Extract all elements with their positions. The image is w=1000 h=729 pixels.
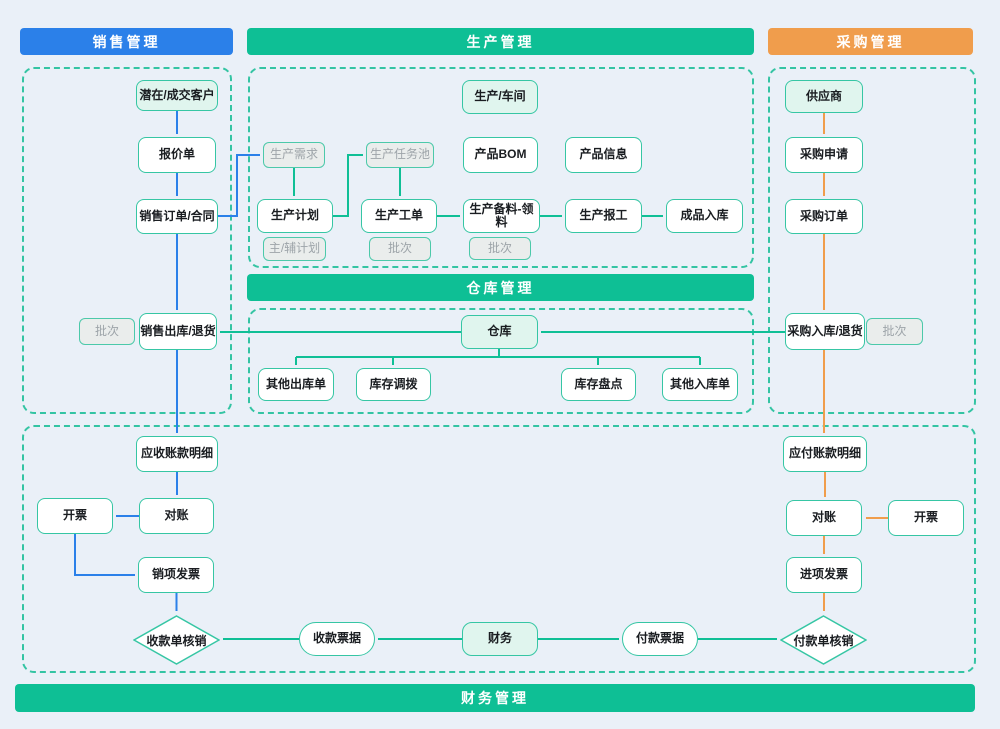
node-prod-demand: 生产需求 <box>263 142 325 168</box>
node-prod-report: 生产报工 <box>565 199 642 233</box>
node-prod-workorder: 生产工单 <box>361 199 437 233</box>
node-product-bom: 产品BOM <box>463 137 538 173</box>
node-sales-invoice: 销项发票 <box>138 557 214 593</box>
node-invoicing-left: 开票 <box>37 498 113 534</box>
section-header-warehouse: 仓库管理 <box>247 274 754 301</box>
node-payment-document: 付款票据 <box>622 622 698 656</box>
node-stock-transfer: 库存调拨 <box>356 368 431 401</box>
node-prod-material: 生产备料-领料 <box>463 199 540 233</box>
node-main-aux-plan: 主/辅计划 <box>263 237 326 261</box>
node-quotation: 报价单 <box>138 137 216 173</box>
node-workshop: 生产/车间 <box>462 80 538 114</box>
node-other-inbound: 其他入库单 <box>662 368 738 401</box>
purchase-section-frame <box>768 67 976 414</box>
section-header-sales: 销售管理 <box>20 28 233 55</box>
node-ap-detail: 应付账款明细 <box>783 436 867 472</box>
node-stock-check: 库存盘点 <box>561 368 636 401</box>
node-invoicing-right: 开票 <box>888 500 964 536</box>
section-header-finance: 财务管理 <box>15 684 975 712</box>
node-finance-hub: 财务 <box>462 622 538 656</box>
node-payment-writeoff: 付款单核销 <box>780 615 867 665</box>
node-prod-plan: 生产计划 <box>257 199 333 233</box>
node-reconciliation-left: 对账 <box>139 498 214 534</box>
warehouse-section-frame <box>248 308 754 414</box>
section-header-production: 生产管理 <box>247 28 754 55</box>
payment-writeoff-label: 付款单核销 <box>793 633 854 648</box>
receipt-writeoff-label: 收款单核销 <box>146 633 207 648</box>
node-batch-purchase: 批次 <box>866 318 923 345</box>
node-warehouse-hub: 仓库 <box>461 315 538 349</box>
section-header-purchase: 采购管理 <box>768 28 973 55</box>
node-prod-task-pool: 生产任务池 <box>366 142 434 168</box>
node-batch-workorder: 批次 <box>369 237 431 261</box>
node-sales-outbound: 销售出库/退货 <box>139 313 217 350</box>
node-purchase-inbound: 采购入库/退货 <box>785 313 865 350</box>
node-supplier: 供应商 <box>785 80 863 113</box>
node-purchase-invoice: 进项发票 <box>786 557 862 593</box>
node-purchase-order: 采购订单 <box>785 199 863 234</box>
node-purchase-request: 采购申请 <box>785 137 863 173</box>
node-other-outbound: 其他出库单 <box>258 368 334 401</box>
node-potential-customer: 潜在/成交客户 <box>136 80 218 111</box>
node-ar-detail: 应收账款明细 <box>136 436 218 472</box>
sales-section-frame <box>22 67 232 414</box>
node-batch-sales: 批次 <box>79 318 135 345</box>
node-finished-inbound: 成品入库 <box>666 199 743 233</box>
node-product-info: 产品信息 <box>565 137 642 173</box>
node-receipt-document: 收款票据 <box>299 622 375 656</box>
node-batch-material: 批次 <box>469 237 531 260</box>
node-receipt-writeoff: 收款单核销 <box>133 615 220 665</box>
node-reconciliation-right: 对账 <box>786 500 862 536</box>
finance-section-frame <box>22 425 976 673</box>
node-sales-order: 销售订单/合同 <box>136 199 218 234</box>
